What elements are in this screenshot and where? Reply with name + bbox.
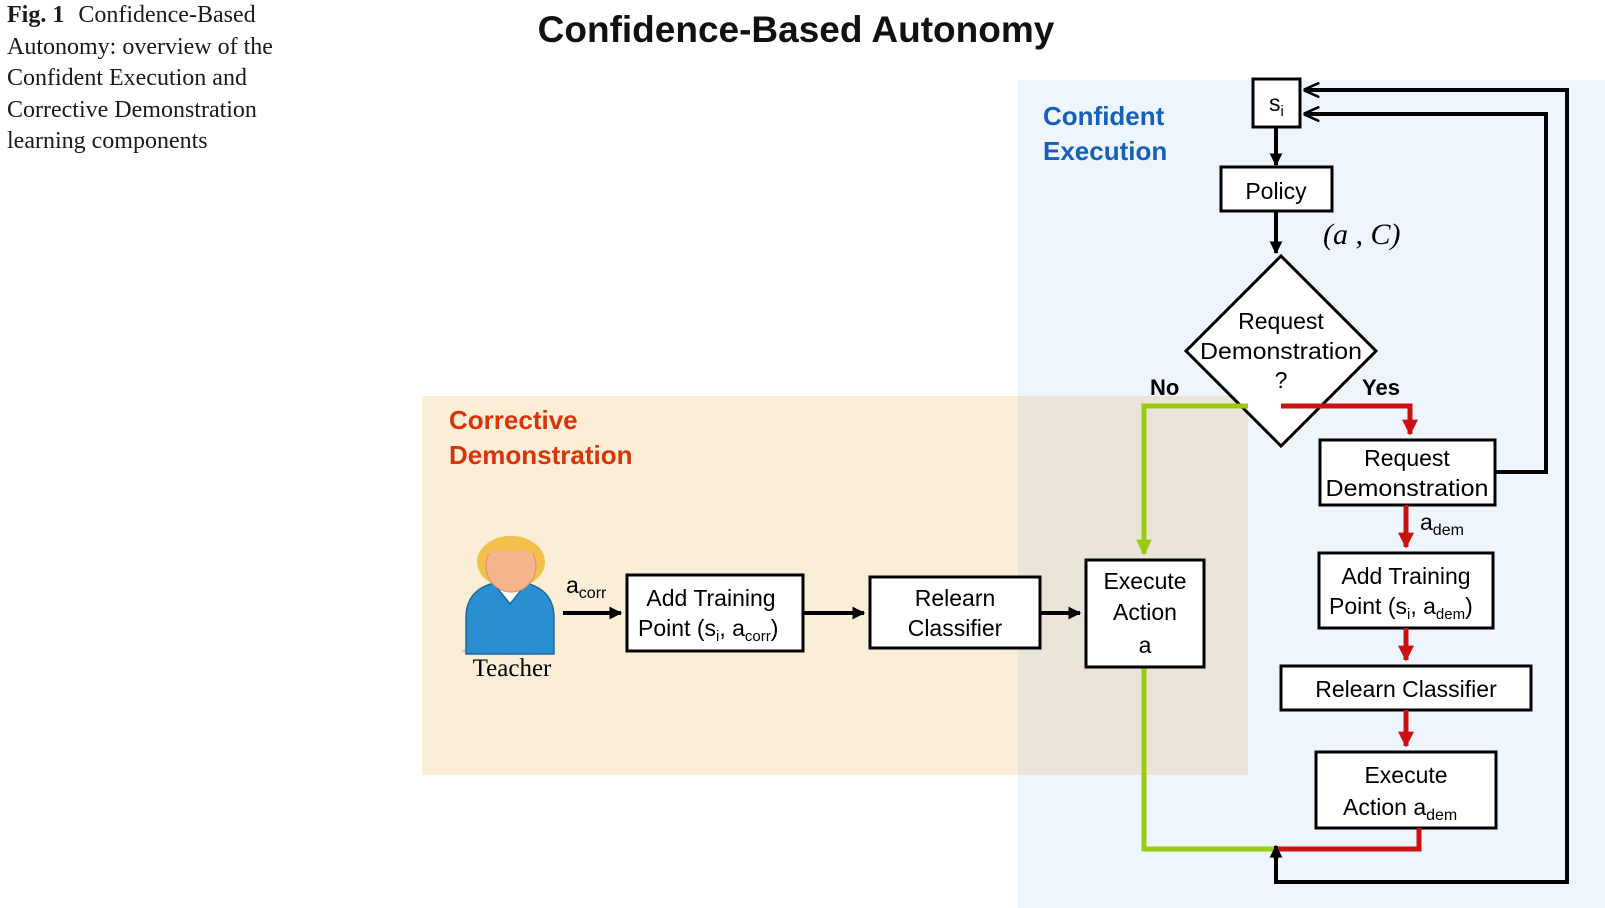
add-point-dem-line1: Add Training [1341,563,1470,589]
decision-line2: Demonstration [1200,338,1362,364]
confident-label-line1: Confident [1043,101,1165,131]
relearn-left-line1: Relearn [915,585,996,611]
relearn-classifier-left-node [868,575,1042,650]
execute-action-dem-node [1314,750,1498,830]
request-demo-line2: Demonstration [1326,475,1489,501]
execute-dem-line1: Execute [1364,762,1447,788]
request-demonstration-node [1318,438,1497,507]
decision-line3: ? [1275,367,1288,393]
execute-a-line2: Action [1113,599,1177,625]
add-point-dem-line2: Point (si, adem) [1329,593,1473,623]
arrow-yes-branch [1281,403,1419,436]
relearn-left-line2: Classifier [908,615,1003,641]
teacher-label: Teacher [473,655,552,682]
execute-a-line3: a [1139,632,1152,658]
request-demo-line1: Request [1364,445,1450,471]
relearn-right-label: Relearn Classifier [1315,676,1497,702]
add-training-point-dem-node [1317,551,1495,630]
teacher-icon [461,536,555,655]
a-corr-label: acorr [566,572,607,602]
add-training-point-corr-node [625,573,805,653]
arrow-execute-a-to-merge [1141,666,1276,852]
corrective-label-line2: Demonstration [449,440,632,470]
execute-action-a-node [1084,558,1206,669]
branch-no-label: No [1150,375,1179,400]
arrow-request-loop-to-state [1305,114,1548,474]
arrow-no-branch [1135,403,1248,556]
execute-a-line1: Execute [1103,568,1186,594]
diagram-title: Confidence-Based Autonomy [538,9,1055,50]
policy-label: Policy [1245,178,1307,204]
execute-dem-line2: Action adem [1343,794,1457,824]
confident-label-line2: Execution [1043,136,1167,166]
relearn-classifier-right-node [1279,664,1533,712]
arrow-merge-loop-to-state [1276,90,1569,884]
a-dem-label: adem [1420,509,1464,539]
corrective-label-line1: Corrective [449,405,578,435]
caption-text: Confidence-Based Autonomy: overview of t… [7,2,273,154]
decision-line1: Request [1238,308,1324,334]
branch-yes-label: Yes [1362,375,1400,400]
add-point-corr-line1: Add Training [646,585,775,611]
policy-output-label: (a , C) [1323,218,1401,251]
add-point-corr-line2: Point (si, acorr) [638,615,778,645]
figure-label: Fig. 1 [7,2,65,28]
